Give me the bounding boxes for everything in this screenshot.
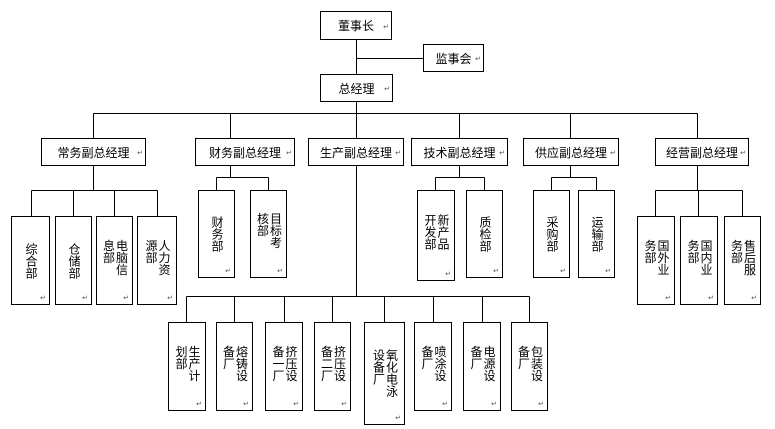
vp-business-box: 经营副总经理 ↵ xyxy=(655,138,749,166)
plant-packaging-label: 包装设备厂 xyxy=(516,344,544,381)
paragraph-mark: ↵ xyxy=(137,148,143,157)
plant-spraying-label: 喷涂设备厂 xyxy=(420,344,447,381)
paragraph-mark: ↵ xyxy=(123,294,129,302)
dept-quality-box: 质检部 ↵ xyxy=(466,190,503,278)
paragraph-mark: ↵ xyxy=(384,84,390,93)
vp-finance-label: 财务副总经理 xyxy=(208,145,281,160)
vp-business-label: 经营副总经理 xyxy=(665,145,738,160)
paragraph-mark: ↵ xyxy=(605,267,611,275)
dept-warehouse-label: 仓储部 xyxy=(67,242,81,279)
dept-it-box: 电脑信息部 ↵ xyxy=(96,216,133,305)
dept-transport-label: 运输部 xyxy=(590,216,604,252)
plant-extrusion-2-box: 挤压设备二厂 ↵ xyxy=(314,322,351,411)
dept-production-planning-box: 生产计划部 ↵ xyxy=(168,322,206,411)
paragraph-mark: ↵ xyxy=(286,148,292,157)
paragraph-mark: ↵ xyxy=(196,400,202,408)
dept-purchasing-label: 采购部 xyxy=(545,216,559,252)
dept-domestic-business-box: 国内业务部 ↵ xyxy=(680,216,718,305)
dept-general-affairs-box: 综合部 ↵ xyxy=(11,216,50,305)
dept-hr-box: 人力资源部 ↵ xyxy=(137,216,177,305)
dept-finance-box: 财务部 ↵ xyxy=(198,190,235,278)
chairman-box: 董事长 ↵ xyxy=(320,11,392,40)
vp-general-label: 常务副总经理 xyxy=(57,145,130,160)
dept-it-label: 电脑信息部 xyxy=(101,238,129,275)
paragraph-mark: ↵ xyxy=(341,400,347,408)
plant-anodizing-box: 氧化电泳设备厂 ↵ xyxy=(364,322,405,425)
plant-power-box: 电源设备厂 ↵ xyxy=(463,322,501,411)
vp-technology-box: 技术副总经理 ↵ xyxy=(411,138,508,166)
paragraph-mark: ↵ xyxy=(499,148,505,157)
dept-general-affairs-label: 综合部 xyxy=(24,242,38,279)
dept-foreign-business-box: 国外业务部 ↵ xyxy=(637,216,675,305)
paragraph-mark: ↵ xyxy=(395,414,401,422)
dept-quality-label: 质检部 xyxy=(478,216,492,252)
vp-supply-box: 供应副总经理 ↵ xyxy=(523,138,619,166)
vp-technology-label: 技术副总经理 xyxy=(423,145,496,160)
dept-new-product-box: 新产品开发部 ↵ xyxy=(417,190,455,281)
paragraph-mark: ↵ xyxy=(40,294,46,302)
vp-finance-box: 财务副总经理 ↵ xyxy=(195,138,295,166)
paragraph-mark: ↵ xyxy=(167,294,173,302)
paragraph-mark: ↵ xyxy=(225,267,231,275)
plant-casting-box: 熔铸设备厂 ↵ xyxy=(216,322,253,411)
dept-finance-label: 财务部 xyxy=(210,216,224,252)
supervisors-label: 监事会 xyxy=(435,51,472,66)
general-manager-box: 总经理 ↵ xyxy=(320,74,393,102)
supervisors-box: 监事会 ↵ xyxy=(423,44,484,72)
paragraph-mark: ↵ xyxy=(395,148,401,157)
dept-new-product-label: 新产品开发部 xyxy=(423,213,450,250)
paragraph-mark: ↵ xyxy=(293,400,299,408)
paragraph-mark: ↵ xyxy=(491,400,497,408)
plant-extrusion-1-box: 挤压设备一厂 ↵ xyxy=(265,322,303,411)
dept-target-assessment-box: 目标考核部 ↵ xyxy=(250,190,287,278)
plant-casting-label: 熔铸设备厂 xyxy=(221,344,249,381)
dept-after-sales-box: 售后服务部 ↵ xyxy=(724,216,761,305)
dept-target-assessment-label: 目标考核部 xyxy=(255,212,283,249)
dept-foreign-business-label: 国外业务部 xyxy=(643,238,670,275)
vp-production-label: 生产副总经理 xyxy=(319,145,392,160)
paragraph-mark: ↵ xyxy=(243,400,249,408)
chairman-label: 董事长 xyxy=(337,19,374,33)
dept-production-planning-label: 生产计划部 xyxy=(174,344,201,381)
paragraph-mark: ↵ xyxy=(538,400,544,408)
paragraph-mark: ↵ xyxy=(708,294,714,302)
paragraph-mark: ↵ xyxy=(751,294,757,302)
paragraph-mark: ↵ xyxy=(475,54,481,63)
plant-anodizing-label: 氧化电泳设备厂 xyxy=(371,348,399,397)
paragraph-mark: ↵ xyxy=(610,148,616,157)
plant-packaging-box: 包装设备厂 ↵ xyxy=(511,322,548,411)
paragraph-mark: ↵ xyxy=(442,400,448,408)
dept-warehouse-box: 仓储部 ↵ xyxy=(55,216,92,305)
plant-extrusion-1-label: 挤压设备一厂 xyxy=(271,344,298,381)
paragraph-mark: ↵ xyxy=(277,267,283,275)
vp-supply-label: 供应副总经理 xyxy=(534,145,607,160)
dept-domestic-business-label: 国内业务部 xyxy=(686,238,713,275)
dept-purchasing-box: 采购部 ↵ xyxy=(533,190,570,278)
paragraph-mark: ↵ xyxy=(445,270,451,278)
paragraph-mark: ↵ xyxy=(383,22,389,31)
dept-after-sales-label: 售后服务部 xyxy=(729,238,757,275)
plant-spraying-box: 喷涂设备厂 ↵ xyxy=(414,322,452,411)
vp-general-box: 常务副总经理 ↵ xyxy=(41,138,146,166)
paragraph-mark: ↵ xyxy=(560,267,566,275)
dept-hr-label: 人力资源部 xyxy=(144,238,171,275)
general-manager-label: 总经理 xyxy=(338,81,375,96)
dept-transport-box: 运输部 ↵ xyxy=(578,190,615,278)
paragraph-mark: ↵ xyxy=(665,294,671,302)
paragraph-mark: ↵ xyxy=(740,148,746,157)
plant-extrusion-2-label: 挤压设备二厂 xyxy=(319,344,347,381)
paragraph-mark: ↵ xyxy=(82,294,88,302)
vp-production-box: 生产副总经理 ↵ xyxy=(308,138,404,166)
plant-power-label: 电源设备厂 xyxy=(469,344,496,381)
paragraph-mark: ↵ xyxy=(493,267,499,275)
